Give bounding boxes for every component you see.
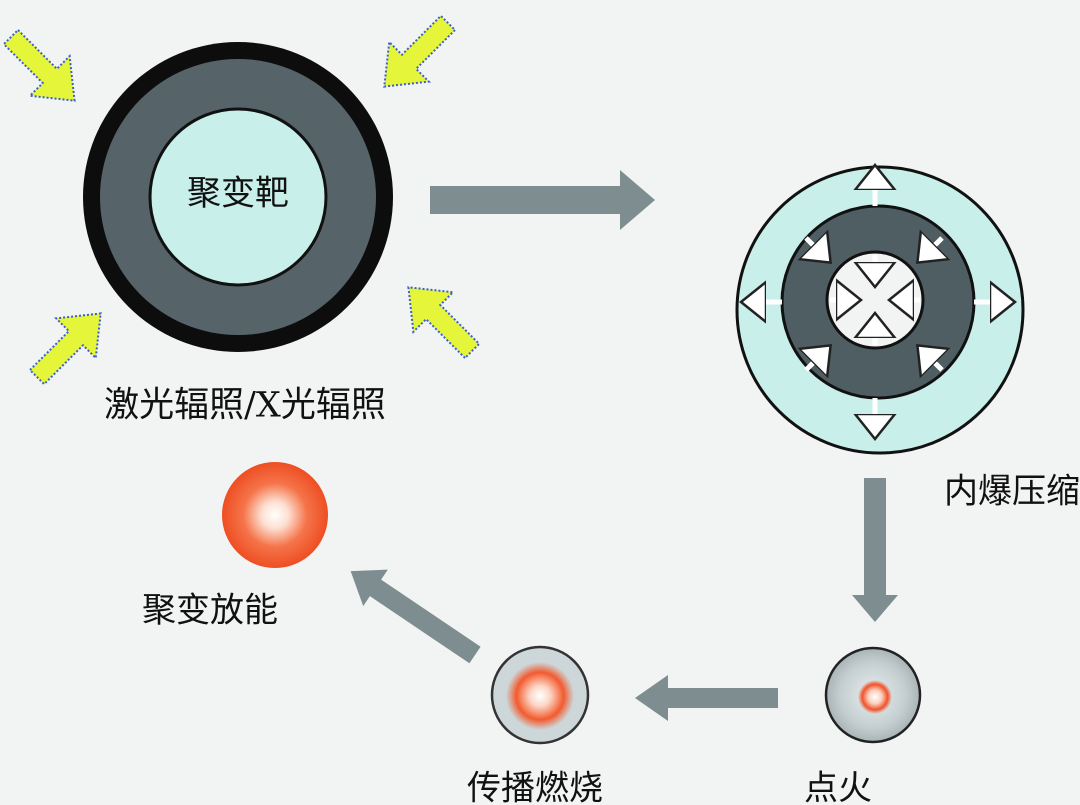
- stage-label-burn: 传播燃烧: [467, 768, 603, 805]
- arrow-down-icon: [852, 478, 898, 622]
- process-arrows: [350, 170, 898, 721]
- laser-arrow-icon: [28, 312, 102, 386]
- fusion-target: [83, 42, 393, 352]
- burn-capsule: [490, 645, 590, 745]
- laser-arrow-icons: [2, 14, 481, 386]
- ignition-capsule: [824, 646, 922, 744]
- stage-label-irradiation: 激光辐照/X光辐照: [104, 385, 386, 426]
- fusion-energy-ball: [222, 462, 328, 568]
- laser-arrow-icon: [407, 286, 481, 360]
- target-label: 聚变靶: [187, 173, 289, 214]
- stage-label-energy-release: 聚变放能: [142, 590, 278, 631]
- implosion-capsule: [735, 167, 1025, 455]
- expansion-arrow-icons: [756, 180, 1000, 424]
- laser-arrow-icon: [2, 28, 76, 102]
- stage-label-implosion: 内爆压缩: [944, 471, 1080, 512]
- arrow-up-left-icon: [350, 569, 481, 664]
- arrow-left-icon: [635, 675, 778, 721]
- laser-arrow-icon: [383, 14, 457, 88]
- arrow-right-icon: [430, 170, 655, 230]
- stage-label-ignition: 点火: [804, 768, 872, 805]
